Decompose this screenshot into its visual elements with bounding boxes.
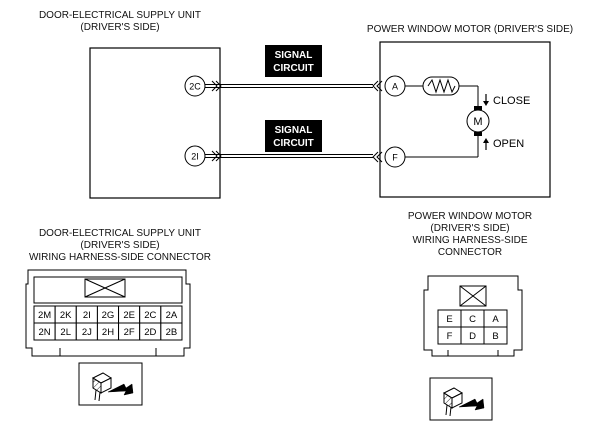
connector-pin-label: B <box>492 331 498 342</box>
connector-pin-2k: 2K <box>54 305 77 324</box>
connector-pin-label: 2H <box>102 327 114 338</box>
motor-connector-caption-line-2: (DRIVER'S SIDE) <box>430 223 510 234</box>
connector-pin-2g: 2G <box>96 305 120 324</box>
connector-pin-2c: 2C <box>139 305 162 324</box>
connector-pin-label: 2A <box>166 310 178 321</box>
motor-connector-caption: POWER WINDOW MOTOR (DRIVER'S SIDE) WIRIN… <box>380 211 560 259</box>
connector-pin-c: C <box>460 309 485 328</box>
connector-pin-2a: 2A <box>160 305 183 324</box>
connector-pin-2j: 2J <box>75 322 98 341</box>
signal-circuit-label-lower: SIGNAL CIRCUIT <box>265 120 322 152</box>
unit-connector <box>25 269 191 357</box>
motor-internal-circuit <box>405 85 479 158</box>
unit-box <box>89 47 221 199</box>
close-arrow-icon <box>483 94 489 106</box>
terminal-2c: 2C <box>184 75 206 97</box>
terminal-2i-label: 2I <box>191 152 199 162</box>
motor-connector-caption-line-4: CONNECTOR <box>437 247 503 258</box>
motor-connector-view-icon <box>429 377 493 421</box>
connector-pin-label: A <box>492 314 499 325</box>
connector-pin-label: 2D <box>144 327 156 338</box>
unit-connector-pin-grid: 2M 2K 2I 2G 2E 2C 2A 2N 2L 2J 2H 2F 2D 2B <box>33 305 183 341</box>
connector-pin-a: A <box>483 309 508 328</box>
motor-connector-caption-line-3: WIRING HARNESS-SIDE <box>412 235 528 246</box>
connector-pin-2l: 2L <box>54 322 77 341</box>
open-arrow-icon <box>483 138 489 150</box>
connector-pin-2n: 2N <box>33 322 56 341</box>
connector-pin-e: E <box>437 309 462 328</box>
connector-plug-icon <box>91 372 113 402</box>
view-direction-arrow-icon <box>107 383 134 396</box>
motor-title: POWER WINDOW MOTOR (DRIVER'S SIDE) <box>366 24 574 35</box>
unit-connector-caption-line-1: DOOR-ELECTRICAL SUPPLY UNIT <box>38 228 202 239</box>
connector-pin-label: 2B <box>166 327 178 338</box>
connector-pin-f: F <box>437 326 462 345</box>
connector-pin-label: 2L <box>60 327 71 338</box>
connector-pin-label: F <box>447 331 453 342</box>
terminal-f: F <box>384 146 406 168</box>
unit-title-line-1: DOOR-ELECTRICAL SUPPLY UNIT <box>38 10 202 21</box>
unit-connector-view-icon <box>78 362 143 406</box>
connector-pin-label: 2K <box>60 310 72 321</box>
terminal-a-label: A <box>392 82 398 92</box>
connector-pin-2h: 2H <box>96 322 120 341</box>
connector-plug-icon <box>442 387 464 417</box>
unit-connector-caption-line-3: WIRING HARNESS-SIDE CONNECTOR <box>28 252 212 263</box>
connector-pin-label: 2I <box>83 310 91 321</box>
connector-pin-label: 2G <box>102 310 115 321</box>
terminal-f-label: F <box>392 153 398 163</box>
motor-connector <box>423 275 523 357</box>
unit-title-line-2: (DRIVER'S SIDE) <box>80 22 160 33</box>
connector-pin-2b: 2B <box>160 322 183 341</box>
connector-pin-label: 2C <box>144 310 156 321</box>
signal-label-upper-line-2: CIRCUIT <box>273 63 314 74</box>
unit-connector-caption-line-2: (DRIVER'S SIDE) <box>80 240 160 251</box>
resistor-icon <box>422 76 460 96</box>
signal-circuit-label-upper: SIGNAL CIRCUIT <box>265 45 322 77</box>
connector-pin-2d: 2D <box>139 322 162 341</box>
motor-symbol-label: M <box>473 116 482 128</box>
connector-pin-d: D <box>460 326 485 345</box>
connector-pin-label: 2E <box>123 310 135 321</box>
motor-box <box>379 41 551 198</box>
connector-pin-2m: 2M <box>33 305 56 324</box>
connector-pin-label: E <box>446 314 452 325</box>
upper-wire <box>205 80 383 92</box>
unit-title: DOOR-ELECTRICAL SUPPLY UNIT (DRIVER'S SI… <box>20 10 220 34</box>
unit-connector-caption: DOOR-ELECTRICAL SUPPLY UNIT (DRIVER'S SI… <box>0 228 240 264</box>
motor-connector-caption-line-1: POWER WINDOW MOTOR <box>407 211 533 222</box>
terminal-2c-label: 2C <box>189 82 201 92</box>
terminal-2i: 2I <box>184 145 206 167</box>
connector-pin-label: D <box>469 331 476 342</box>
connector-pin-label: 2F <box>124 327 135 338</box>
connector-pin-label: C <box>469 314 476 325</box>
terminal-a: A <box>384 75 406 97</box>
signal-label-lower-line-2: CIRCUIT <box>273 138 314 149</box>
close-label: CLOSE <box>493 95 530 107</box>
motor-connector-pin-grid: E C A F D B <box>437 309 508 345</box>
connector-pin-2f: 2F <box>118 322 141 341</box>
connector-pin-2e: 2E <box>118 305 141 324</box>
lower-wire <box>205 150 383 163</box>
connector-pin-label: 2N <box>38 327 50 338</box>
connector-pin-label: 2M <box>38 310 51 321</box>
connector-pin-b: B <box>483 326 508 345</box>
open-label: OPEN <box>493 138 524 150</box>
motor-icon: M <box>466 106 490 136</box>
connector-pin-label: 2J <box>82 327 92 338</box>
signal-label-upper-line-1: SIGNAL <box>275 50 313 61</box>
view-direction-arrow-icon <box>458 398 485 411</box>
connector-pin-2i: 2I <box>75 305 98 324</box>
signal-label-lower-line-1: SIGNAL <box>275 125 313 136</box>
